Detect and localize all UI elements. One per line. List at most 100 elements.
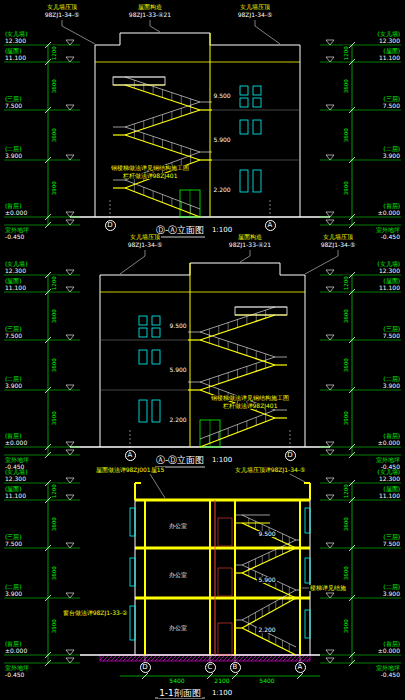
dimension-tick bbox=[45, 387, 51, 393]
window bbox=[130, 606, 135, 640]
drawing-label: (二层) bbox=[382, 146, 401, 153]
stair-baluster bbox=[269, 634, 270, 642]
drawing-label: 7.500 bbox=[4, 541, 23, 548]
level-marker bbox=[326, 450, 334, 455]
drawing-label: 12.300 bbox=[378, 268, 401, 275]
window bbox=[240, 170, 248, 192]
dimension-tick bbox=[349, 157, 355, 163]
axis-bubble: D bbox=[105, 220, 116, 231]
level-marker bbox=[326, 650, 334, 655]
foundation-hatch bbox=[100, 655, 310, 661]
drawing-label: 女儿墙压顶 bbox=[129, 234, 161, 241]
dimension-text: 3600 bbox=[343, 308, 349, 324]
level-marker bbox=[66, 450, 74, 455]
stair-baluster bbox=[218, 326, 219, 334]
dimension-text: 1200 bbox=[51, 484, 57, 500]
window bbox=[240, 98, 248, 107]
stair-baluster bbox=[162, 90, 163, 98]
level-marker bbox=[326, 495, 334, 500]
stair-baluster bbox=[153, 136, 154, 144]
level-line bbox=[4, 110, 80, 111]
leader-line bbox=[150, 474, 165, 498]
level-marker bbox=[66, 212, 74, 217]
drawing-label: 7.500 bbox=[382, 103, 401, 110]
stair-baluster bbox=[246, 421, 247, 429]
level-line bbox=[320, 500, 401, 501]
stair-baluster bbox=[153, 118, 154, 126]
stair-flight bbox=[242, 548, 296, 573]
landing-rail bbox=[113, 127, 125, 128]
axis-letter: B bbox=[233, 664, 238, 671]
level-line bbox=[4, 62, 80, 63]
level-line bbox=[4, 292, 80, 293]
drawing-label: 3.900 bbox=[382, 591, 401, 598]
drawing-label: 办公室 bbox=[168, 625, 188, 632]
landing-rail bbox=[188, 382, 200, 383]
drawing-label: 98ZJ1-33-④21 bbox=[228, 242, 272, 249]
level-line bbox=[320, 455, 401, 456]
window bbox=[139, 316, 147, 325]
dimension-text: 3900 bbox=[343, 411, 349, 427]
drawing-label: (三层) bbox=[382, 534, 401, 541]
drawing-label: (二层) bbox=[382, 376, 401, 383]
column bbox=[299, 500, 301, 655]
drawing-label: 11.100 bbox=[378, 55, 401, 62]
dimension-tick bbox=[45, 222, 51, 228]
dimension-tick bbox=[349, 337, 355, 343]
drawing-label: 2.200 bbox=[212, 187, 231, 194]
window bbox=[152, 400, 160, 422]
drawing-label: (女儿墙) bbox=[4, 469, 29, 476]
level-line bbox=[320, 62, 401, 63]
stair-baluster bbox=[181, 146, 182, 154]
stair-baluster bbox=[237, 320, 238, 328]
level-line bbox=[4, 548, 80, 549]
dimension-tick bbox=[349, 59, 355, 65]
dimension-text: 3600 bbox=[51, 78, 57, 94]
dimension-text: 3600 bbox=[51, 357, 57, 373]
stair-baluster bbox=[269, 553, 270, 561]
axis-letter: C bbox=[208, 664, 213, 671]
dimension-tick bbox=[349, 652, 355, 658]
stair-baluster bbox=[262, 609, 263, 617]
drawing-label: 11.100 bbox=[4, 55, 27, 62]
stair-baluster bbox=[255, 571, 256, 579]
floor-line bbox=[100, 340, 190, 341]
level-marker bbox=[66, 593, 74, 598]
axis-letter: D bbox=[142, 664, 147, 671]
stair-baluster bbox=[218, 432, 219, 440]
dimension-text: 1200 bbox=[343, 276, 349, 292]
drawing-label: ±0.000 bbox=[4, 440, 28, 447]
leader-line bbox=[120, 250, 145, 274]
level-marker bbox=[66, 385, 74, 390]
drawing-label: 屋面构造 bbox=[237, 234, 263, 241]
dimension-text: 3600 bbox=[51, 127, 57, 143]
drawing-label: 2100 bbox=[213, 678, 230, 685]
drawing-label: ±0.000 bbox=[4, 210, 28, 217]
dimension-text: 1200 bbox=[51, 46, 57, 62]
door bbox=[218, 568, 232, 596]
dimension-text: 3900 bbox=[51, 181, 57, 197]
level-marker bbox=[326, 442, 334, 447]
axis-letter: D bbox=[287, 452, 292, 459]
drawing-label: 9.500 bbox=[212, 93, 231, 100]
level-marker bbox=[326, 385, 334, 390]
drawing-label: 11.100 bbox=[4, 493, 27, 500]
dimension-tick bbox=[45, 444, 51, 450]
stair-baluster bbox=[228, 428, 229, 436]
drawing-label: 7.500 bbox=[382, 541, 401, 548]
drawing-label: -0.450 bbox=[4, 234, 25, 241]
stair-landing bbox=[236, 572, 242, 573]
drawing-label: ±0.000 bbox=[377, 440, 401, 447]
window bbox=[253, 86, 261, 95]
window bbox=[139, 400, 147, 422]
drawing-label: ±0.000 bbox=[377, 648, 401, 655]
stair-landing bbox=[113, 134, 125, 135]
dimension-text: 3600 bbox=[51, 565, 57, 581]
landing-rail bbox=[200, 152, 212, 153]
window bbox=[130, 508, 135, 536]
drawing-label: 楼梯详见结施 bbox=[309, 585, 347, 592]
level-marker bbox=[326, 270, 334, 275]
stair-baluster bbox=[282, 598, 283, 606]
dimension-tick bbox=[232, 673, 238, 679]
drawing-label: Ⓐ-Ⓓ立面图 bbox=[155, 455, 205, 465]
